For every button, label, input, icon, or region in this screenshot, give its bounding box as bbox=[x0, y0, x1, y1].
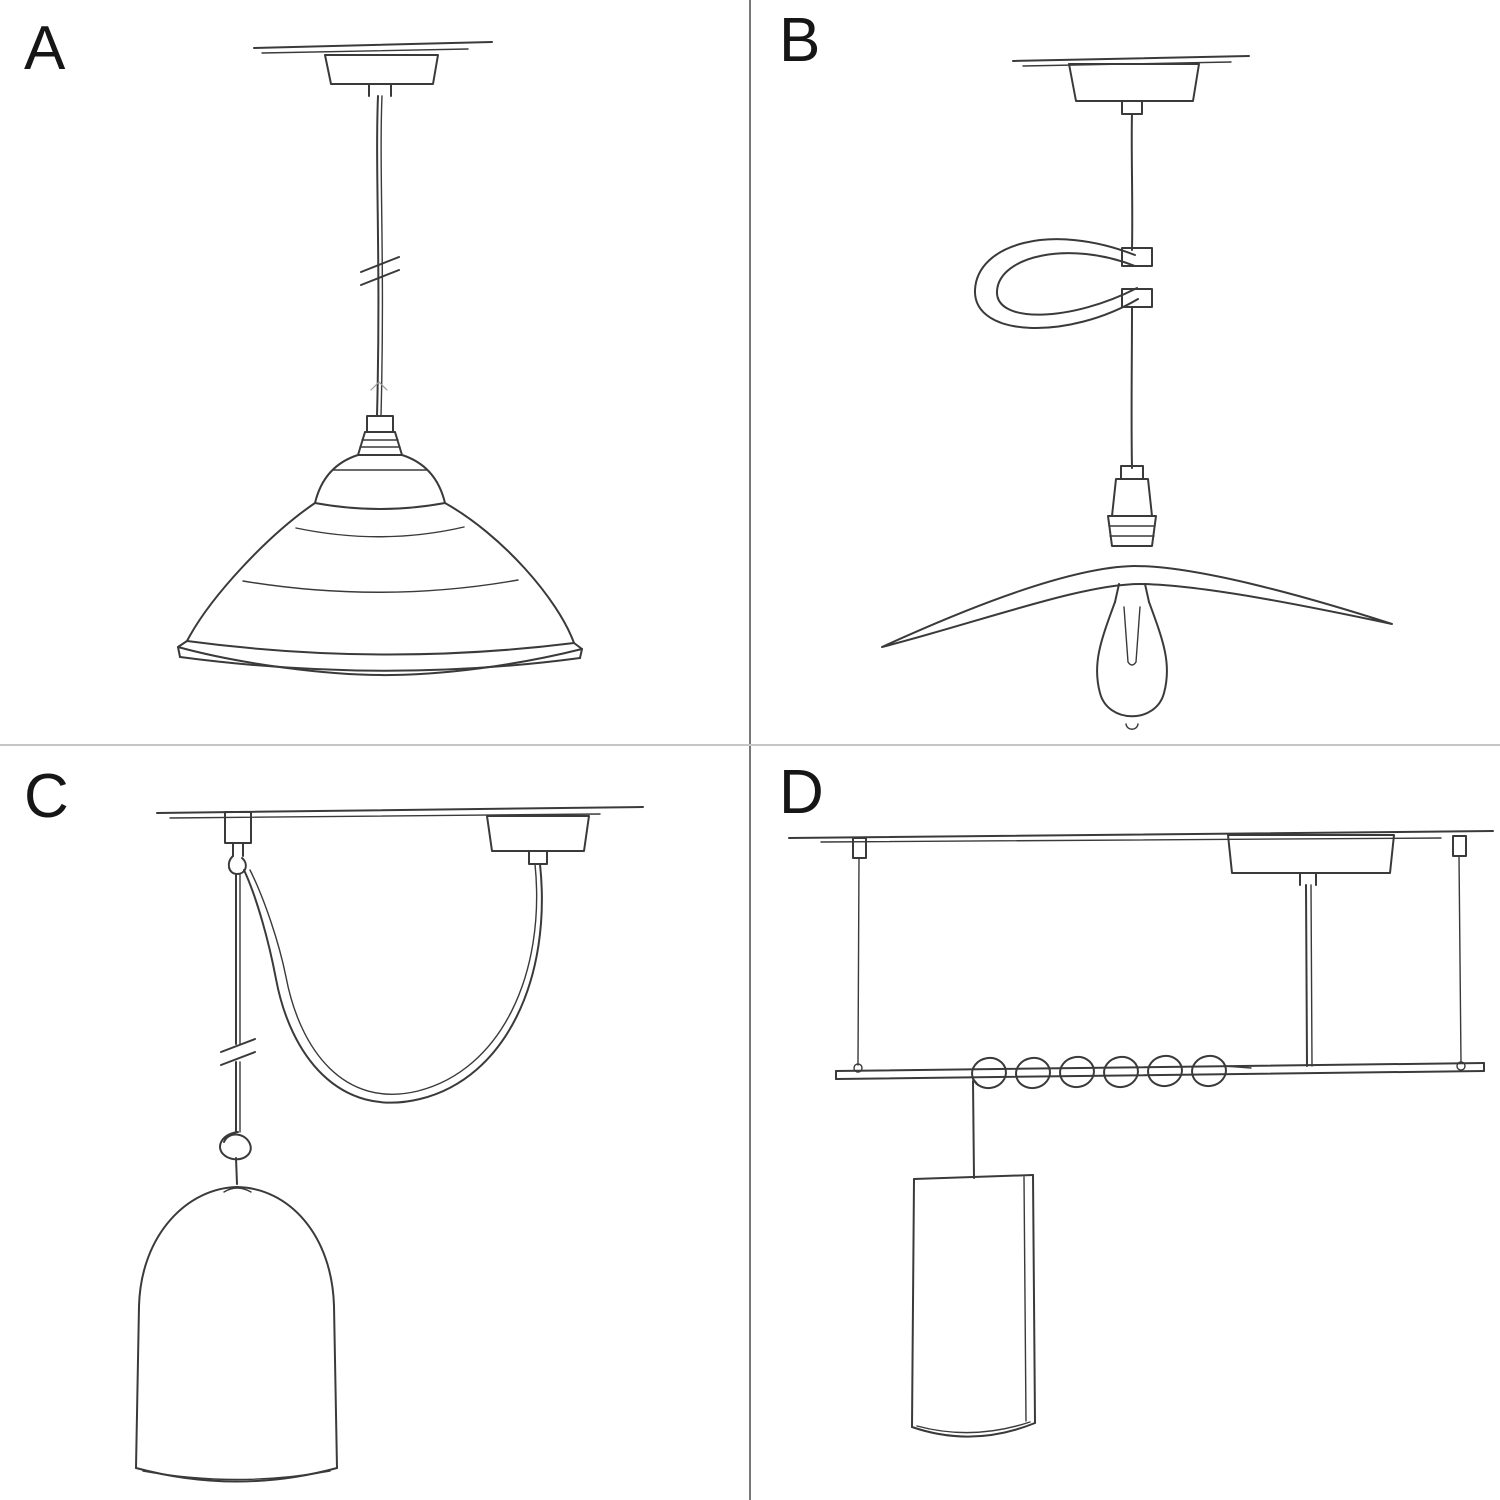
ceiling-rose bbox=[1227, 834, 1395, 886]
panel-c-label: C bbox=[24, 762, 70, 831]
swag-cable bbox=[243, 863, 543, 1104]
panel-c: C bbox=[0, 746, 749, 1500]
panel-b: B bbox=[751, 0, 1500, 744]
pendant-cable bbox=[360, 95, 400, 417]
ceiling-hook bbox=[224, 811, 252, 875]
ceiling-rose bbox=[486, 815, 590, 865]
vertical-divider bbox=[749, 0, 751, 1500]
pendant-industrial-shade-sketch bbox=[177, 41, 583, 677]
flat-plate-shade bbox=[881, 565, 1393, 648]
horizontal-bar bbox=[835, 1062, 1485, 1080]
suspension-wire-left bbox=[852, 837, 867, 1073]
pendant-flat-shade-bulb-sketch bbox=[881, 55, 1393, 730]
light-bulb bbox=[1096, 583, 1168, 730]
cable-tensioner-loop bbox=[973, 238, 1153, 330]
ceiling-line bbox=[788, 830, 1494, 843]
lamp-shade bbox=[177, 454, 583, 677]
horizontal-divider bbox=[0, 744, 1500, 746]
drop-cable bbox=[220, 873, 256, 1133]
lamp-socket bbox=[1107, 465, 1157, 547]
pendant-cable bbox=[972, 1080, 975, 1179]
pendant-cable bbox=[1130, 113, 1134, 469]
panel-d: D bbox=[751, 746, 1500, 1500]
panel-a: A bbox=[0, 0, 749, 744]
suspension-wire-right bbox=[1452, 835, 1467, 1071]
cylinder-shade bbox=[911, 1174, 1036, 1438]
coiled-cable bbox=[971, 1054, 1252, 1090]
panel-a-label: A bbox=[24, 14, 67, 83]
lamp-holder bbox=[357, 415, 403, 456]
panel-d-label: D bbox=[779, 758, 825, 827]
cable-knot bbox=[219, 1131, 252, 1185]
ceiling-line bbox=[253, 41, 493, 54]
panel-b-label: B bbox=[779, 6, 822, 75]
bar-coiled-cable-cylinder-pendant-sketch bbox=[788, 830, 1494, 1438]
central-rod bbox=[1305, 884, 1313, 1067]
swag-pendant-bell-shade-sketch bbox=[135, 806, 644, 1483]
ceiling-rose bbox=[1068, 63, 1200, 115]
bell-shade bbox=[135, 1186, 338, 1483]
ceiling-rose bbox=[324, 54, 439, 97]
